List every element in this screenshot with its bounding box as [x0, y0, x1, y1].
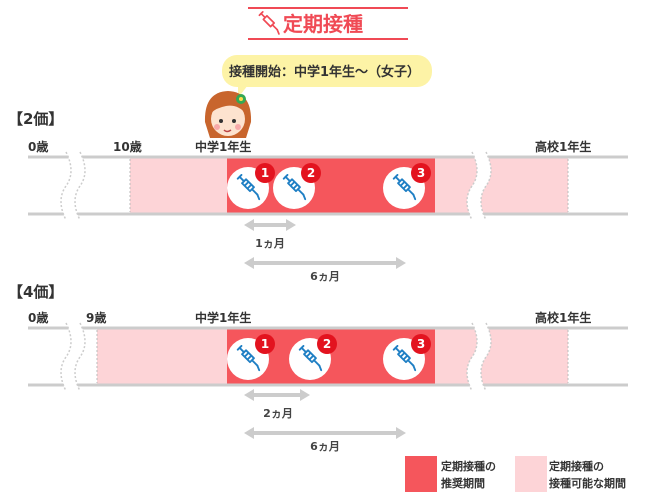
section-label: 【2価】	[8, 110, 63, 128]
interval-arrow-short	[244, 219, 296, 231]
axis-break-right	[466, 151, 492, 221]
girl-avatar-icon	[204, 91, 252, 138]
interval-arrow-long	[244, 427, 406, 439]
dose-number: 1	[261, 166, 269, 180]
legend-recommended-line1: 定期接種の	[441, 459, 496, 473]
dose-number: 3	[417, 166, 425, 180]
dose-marker-3: 3	[383, 163, 431, 209]
dose-number: 2	[323, 337, 331, 351]
interval-arrow-short	[244, 389, 310, 401]
axis-break-left	[60, 151, 86, 221]
legend-possible-line1: 定期接種の	[549, 459, 604, 473]
section-4valent: 【4価】 0歳 9歳 中学1年生 高校1年生 1	[8, 283, 628, 453]
dose-marker-1: 1	[227, 334, 275, 380]
section-2valent: 【2価】 0歳 10歳 中学1年生 高校1年生 1	[8, 110, 628, 283]
dose-marker-2: 2	[273, 163, 321, 209]
age-label-start: 10歳	[113, 139, 142, 154]
dose-marker-3: 3	[383, 334, 431, 380]
legend-recommended-line2: 推奨期間	[441, 476, 485, 490]
dose-marker-2: 2	[289, 334, 337, 380]
legend-swatch-possible	[515, 456, 547, 492]
syringe-icon	[258, 11, 280, 35]
section-label: 【4価】	[8, 283, 63, 301]
legend-possible-line2: 接種可能な期間	[549, 476, 626, 490]
bubble-text: 接種開始：中学1年生〜（女子）	[229, 64, 420, 80]
age-label-junior-high: 中学1年生	[195, 139, 251, 154]
interval-label-long: 6ヵ月	[310, 440, 340, 453]
interval-label-short: 2ヵ月	[263, 407, 293, 420]
axis-break-right	[466, 322, 492, 392]
legend: 定期接種の 推奨期間 定期接種の 接種可能な期間	[405, 456, 626, 492]
age-label-start: 9歳	[86, 310, 106, 325]
interval-arrow-long	[244, 257, 406, 269]
interval-label-long: 6ヵ月	[310, 270, 340, 283]
dose-number: 2	[307, 166, 315, 180]
axis-break-left	[60, 322, 86, 392]
title-banner: 定期接種	[248, 7, 408, 40]
bubble-background	[222, 55, 432, 87]
age-label-high-school: 高校1年生	[535, 139, 591, 154]
legend-swatch-recommended	[405, 456, 437, 492]
age-label-junior-high: 中学1年生	[195, 310, 251, 325]
age-label-0: 0歳	[28, 139, 48, 154]
age-label-high-school: 高校1年生	[535, 310, 591, 325]
page-title: 定期接種	[283, 12, 363, 36]
dose-number: 3	[417, 337, 425, 351]
speech-bubble: 接種開始：中学1年生〜（女子）	[222, 55, 432, 98]
dose-marker-1: 1	[227, 163, 275, 209]
interval-label-short: 1ヵ月	[255, 237, 285, 250]
dose-number: 1	[261, 337, 269, 351]
age-label-0: 0歳	[28, 310, 48, 325]
